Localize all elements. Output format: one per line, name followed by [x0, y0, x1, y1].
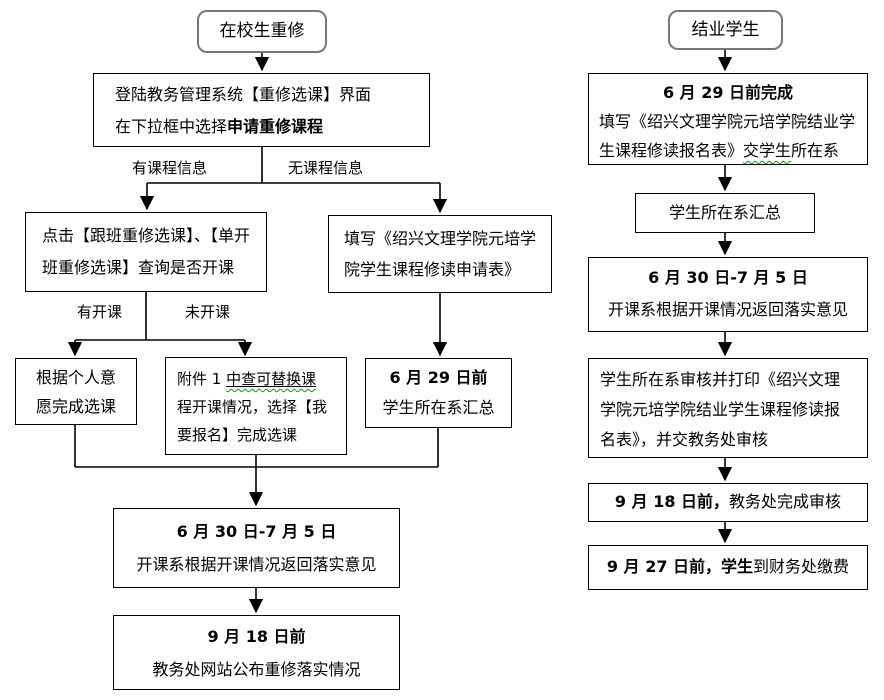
left-start-label: 在校生重修: [219, 21, 305, 41]
branch-label-has-course-info: 有课程信息: [132, 158, 208, 178]
june30-july5-deadline: 6 月 30 日-7 月 5 日: [176, 522, 337, 541]
branch-label-no-course-info: 无课程信息: [288, 158, 364, 178]
right-start-label: 结业学生: [691, 20, 760, 40]
left-login-line1: 登陆教务管理系统【重修选课】界面: [115, 85, 372, 104]
submit-to-dept-wavy-underline: 交学生: [743, 141, 792, 160]
attachment1-prefix: 附件 1: [177, 370, 227, 388]
left-sept18-publish-box: 9 月 18 日前 教务处网站公布重修落实情况: [113, 615, 400, 690]
left-june30-july5-box: 6 月 30 日-7 月 5 日 开课系根据开课情况返回落实意见: [113, 508, 400, 588]
branch-label-class-not-offered: 未开课: [185, 302, 231, 322]
right-june30-july5-box: 6 月 30 日-7 月 5 日 开课系根据开课情况返回落实意见: [588, 257, 868, 332]
june29-deadline: 6 月 29 日前: [389, 368, 488, 387]
left-login-line2: 在下拉框中选择申请重修课程: [115, 117, 324, 136]
right-dept-review-print-box: 学生所在系审核并打印《绍兴文理 学院元培学院结业学生课程修读报 名表》，并交教务…: [588, 358, 868, 458]
left-personal-choice-box: 根据个人意 愿完成选课: [15, 358, 137, 425]
left-start-terminal: 在校生重修: [197, 10, 327, 53]
right-sept27-payment-box: 9 月 27 日前，学生到财务处缴费: [588, 545, 868, 590]
left-fill-application-form-box: 填写《绍兴文理学院元培学 院学生课程修读申请表》: [328, 215, 552, 293]
left-click-query-box: 点击【跟班重修选课】、【单开 班重修选课】查询是否开课: [25, 212, 267, 292]
apply-retake-course-bold: 申请重修课程: [227, 117, 324, 136]
left-attachment1-box: 附件 1 中查可替换课 程开课情况，选择【我 要报名】完成选课: [165, 357, 347, 455]
right-dept-summary-box: 学生所在系汇总: [635, 193, 815, 233]
right-june29-fill-form-box: 6 月 29 日前完成 填写《绍兴文理学院元培学院结业学 生课程修读报名表》交学…: [588, 73, 868, 165]
right-sept27-deadline: 9 月 27 日前，学生: [606, 557, 754, 576]
right-start-terminal: 结业学生: [668, 10, 783, 50]
june29-complete-deadline: 6 月 29 日前完成: [662, 83, 794, 102]
attachment1-wavy-underline: 中查可替换课: [226, 370, 317, 388]
right-sept18-review-box: 9 月 18 日前，教务处完成审核: [588, 483, 868, 522]
left-june29-summary-box: 6 月 29 日前 学生所在系汇总: [365, 358, 512, 428]
left-login-step-box: 登陆教务管理系统【重修选课】界面 在下拉框中选择申请重修课程: [93, 73, 430, 147]
branch-label-class-offered: 有开课: [77, 302, 123, 322]
sept18-deadline: 9 月 18 日前: [207, 627, 306, 646]
right-sept18-deadline: 9 月 18 日前，: [614, 492, 730, 511]
right-june30-july5-deadline: 6 月 30 日-7 月 5 日: [648, 268, 808, 287]
